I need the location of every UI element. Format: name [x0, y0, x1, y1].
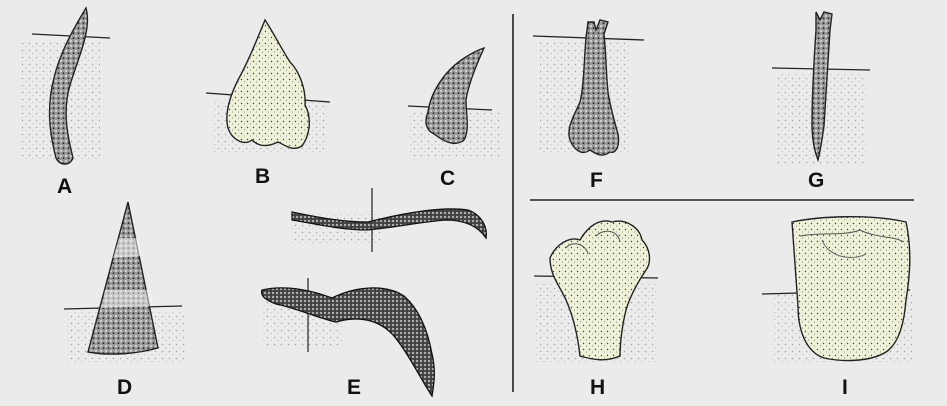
tooth-h-drawing: [534, 221, 658, 364]
label-b: B: [255, 166, 270, 187]
label-i: I: [842, 377, 848, 398]
tooth-i-drawing: [762, 217, 912, 362]
tooth-c-drawing: [408, 48, 500, 157]
label-c: C: [440, 168, 455, 189]
label-e: E: [347, 377, 361, 398]
tooth-d-drawing: [64, 202, 186, 364]
label-a: A: [57, 176, 72, 197]
tooth-f-drawing: [533, 20, 644, 155]
label-g: G: [808, 170, 824, 191]
tooth-e-top-drawing: [292, 188, 486, 252]
tooth-g-drawing: [772, 12, 870, 164]
tooth-b-drawing: [206, 20, 330, 155]
tooth-a-drawing: [20, 8, 110, 164]
label-f: F: [590, 170, 603, 191]
label-h: H: [590, 377, 605, 398]
label-d: D: [117, 377, 132, 398]
